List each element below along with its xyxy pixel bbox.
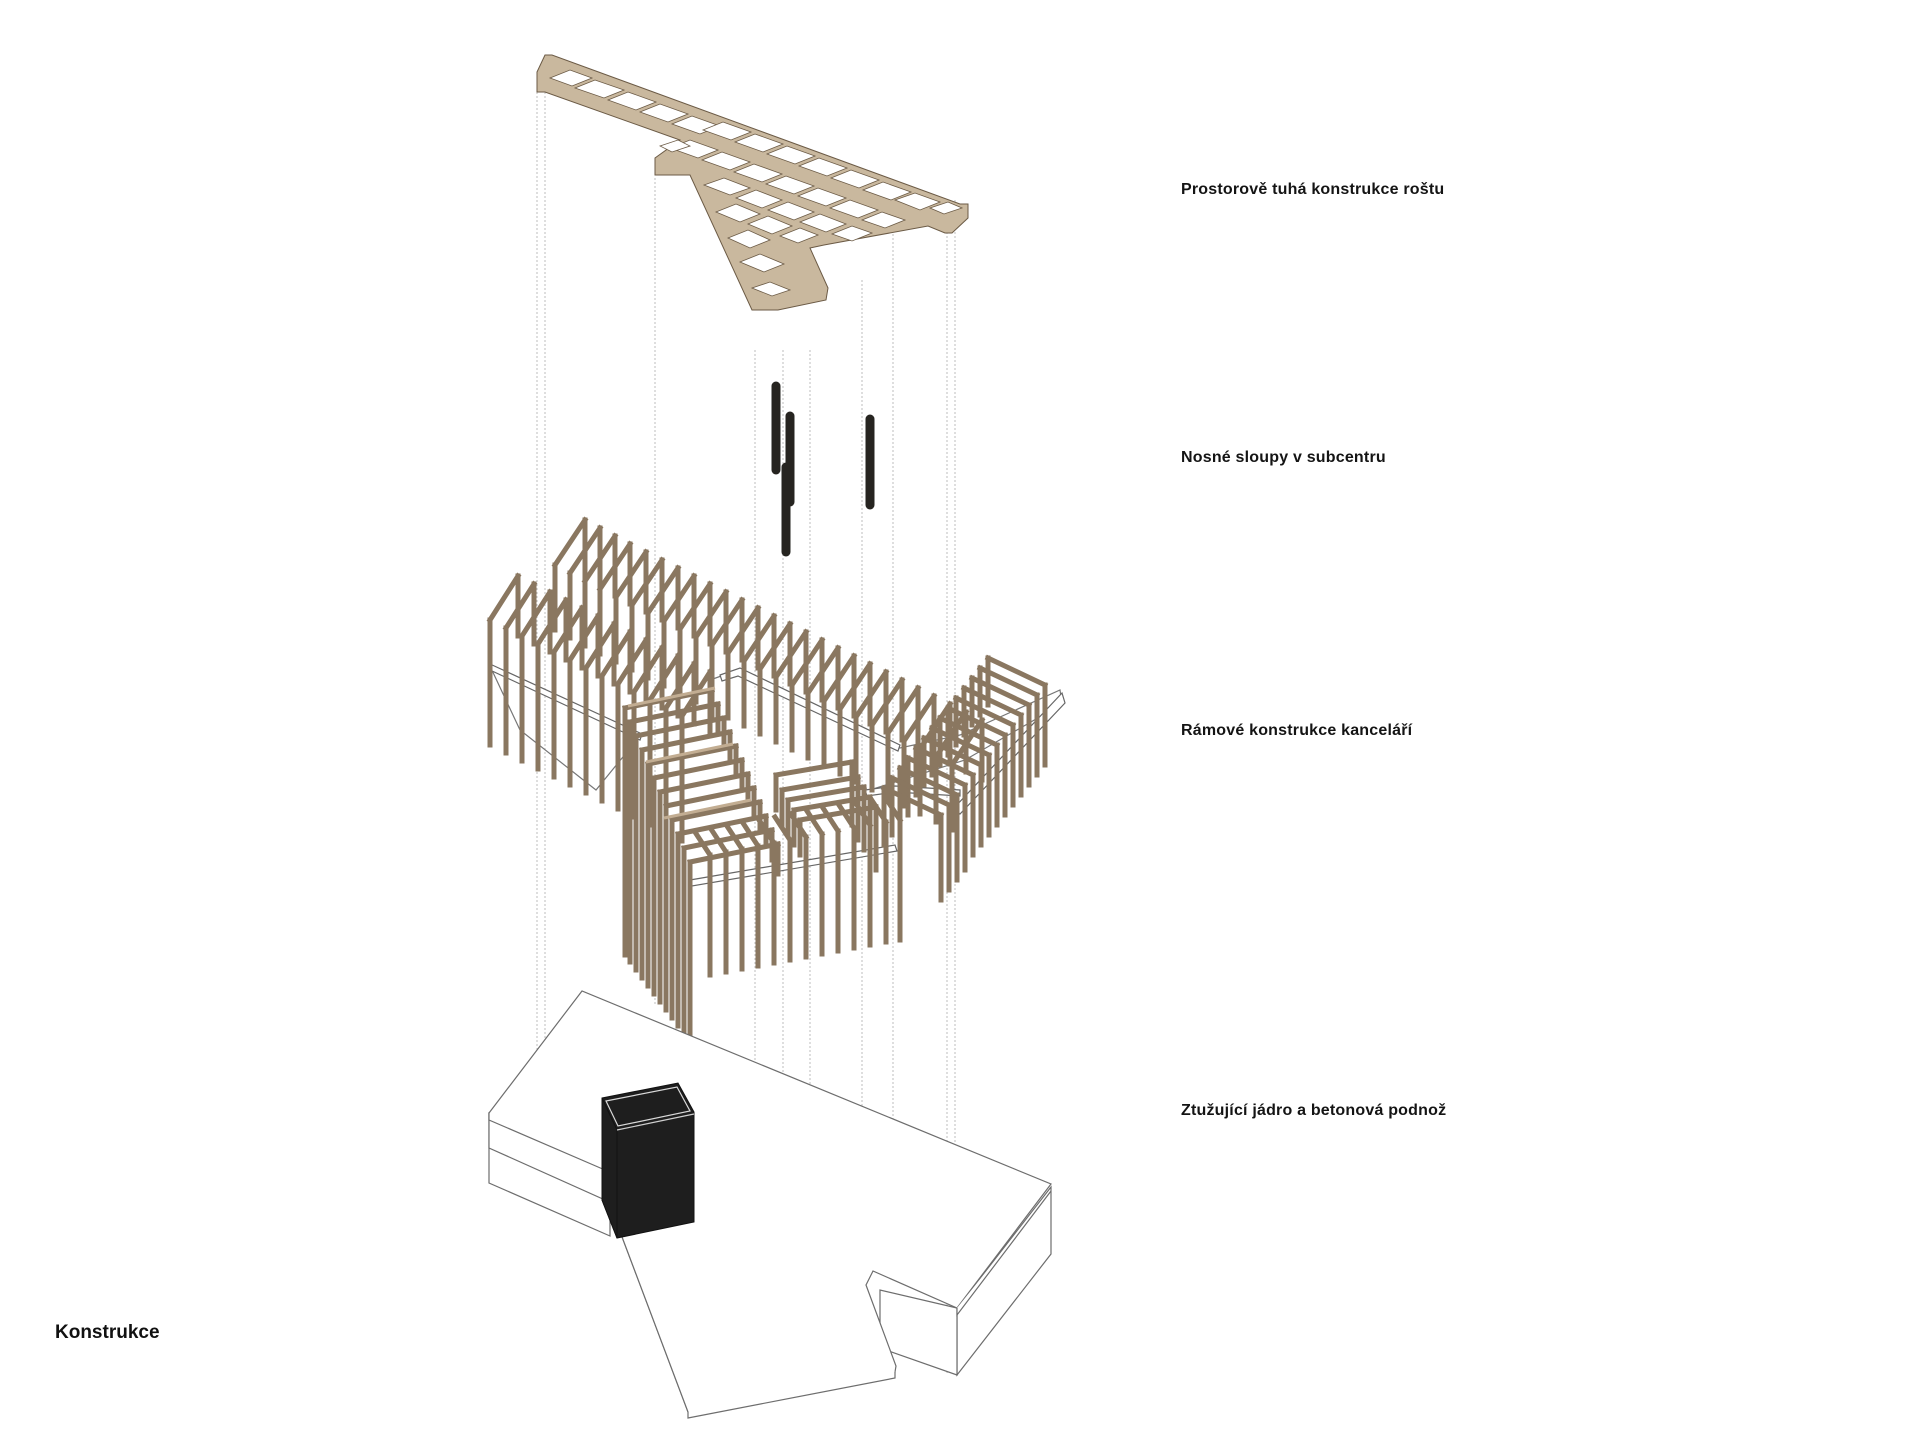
timber-frame-icon — [486, 516, 1066, 1045]
timber-grid-icon — [536, 54, 969, 311]
frame-row-front — [691, 793, 904, 978]
label-steel-columns: Nosné sloupy v subcentru — [1181, 449, 1386, 466]
frame-block-right — [880, 654, 1049, 903]
diagram-caption: Konstrukce — [55, 1322, 160, 1343]
label-timber-grid: Prostorově tuhá konstrukce roštu — [1181, 181, 1445, 198]
label-timber-frames: Rámové konstrukce kanceláří — [1181, 722, 1413, 739]
frame-block-middle — [773, 759, 879, 873]
frame-block-left — [622, 686, 781, 1045]
label-concrete-base: Ztužující jádro a betonová podnož — [1181, 1102, 1447, 1119]
steel-column-icon — [771, 381, 875, 557]
concrete-base-icon — [488, 990, 1052, 1419]
